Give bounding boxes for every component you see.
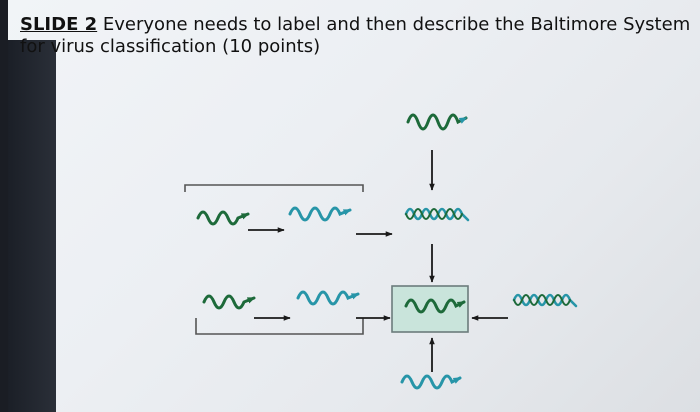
first-row-strand-1 xyxy=(196,210,250,226)
first-row-strand-2 xyxy=(288,206,352,222)
top-bracket xyxy=(184,184,364,192)
baltimore-diagram xyxy=(184,113,578,390)
slide-instruction: Everyone needs to label and then describ… xyxy=(20,14,691,57)
slide-label: SLIDE 2 xyxy=(20,14,98,35)
right-double-strand-bottom xyxy=(513,294,571,306)
second-row-strand-1 xyxy=(202,294,256,310)
screen-bezel xyxy=(8,40,56,412)
bottom-bracket xyxy=(195,318,364,335)
second-row-strand-2 xyxy=(296,290,360,306)
slide: SLIDE 2 Everyone needs to label and then… xyxy=(8,0,700,412)
top-dsrna-strand xyxy=(406,113,468,131)
first-row-double-strand-bottom xyxy=(405,208,463,220)
slide-title: SLIDE 2 Everyone needs to label and then… xyxy=(20,14,700,58)
boxed-mrna-strand xyxy=(404,298,466,314)
mrna-box xyxy=(391,285,469,333)
bottom-strand xyxy=(400,374,462,390)
